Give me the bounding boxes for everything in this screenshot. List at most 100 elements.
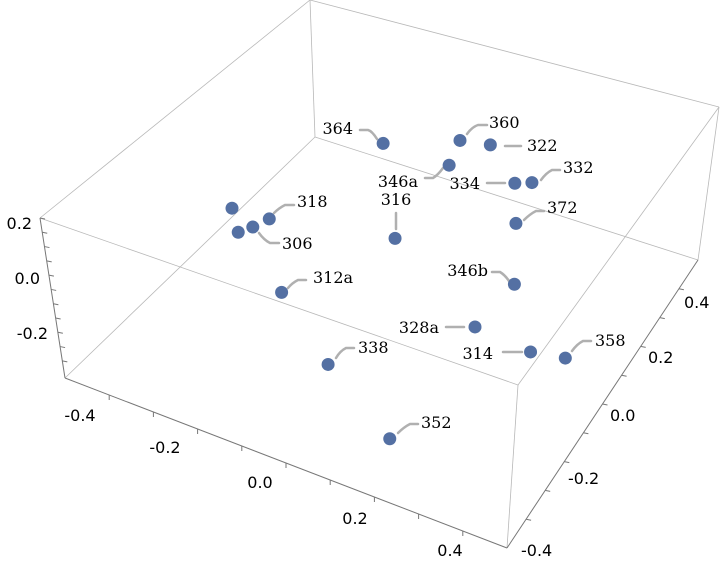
data-point-group: 358 <box>558 331 626 365</box>
z-tick-mark <box>51 288 57 291</box>
z-tick-label: -0.2 <box>17 324 48 343</box>
z-tick-mark <box>39 217 46 220</box>
data-point[interactable] <box>524 345 538 359</box>
label-leader-line <box>465 123 489 136</box>
point-label: 316 <box>381 190 412 209</box>
data-point-group: 346b <box>447 261 521 291</box>
y-tick-label: 0.0 <box>610 406 635 425</box>
label-leader-line <box>570 339 593 353</box>
z-tick-mark <box>62 360 68 363</box>
point-label: 364 <box>322 119 353 138</box>
data-point[interactable] <box>453 133 467 147</box>
y-tick-label: -0.4 <box>521 541 552 560</box>
point-label: 372 <box>547 198 578 217</box>
data-point[interactable] <box>262 212 276 226</box>
z-tick-label: 0.0 <box>15 269 40 288</box>
data-points: 364 360 322 346a 334 332 372 318 306 316 312a 346b 3… <box>225 113 626 446</box>
z-tick-label: 0.2 <box>7 214 32 233</box>
point-label: 312a <box>313 268 354 287</box>
z-tick-mark <box>42 231 48 234</box>
z-tick-mark <box>57 331 63 334</box>
label-leader-line <box>257 231 281 245</box>
data-point-group: 322 <box>483 136 558 155</box>
point-label: 332 <box>563 158 594 177</box>
point-label: 358 <box>595 331 626 350</box>
data-point-group: 306 <box>246 220 313 253</box>
data-point-group <box>231 225 245 239</box>
data-point[interactable] <box>231 225 245 239</box>
point-label: 338 <box>358 338 389 357</box>
y-tick-mark <box>545 489 551 492</box>
data-point-group: 316 <box>381 190 412 245</box>
z-tick-mark <box>44 246 50 249</box>
point-label: 328a <box>399 318 440 337</box>
data-point-group: 334 <box>449 174 522 193</box>
z-tick-mark <box>48 274 55 277</box>
data-point[interactable] <box>275 285 289 299</box>
x-tick-label: 0.4 <box>437 541 462 560</box>
label-leader-line <box>286 278 308 290</box>
point-label: 314 <box>462 344 493 363</box>
data-point-group <box>225 201 239 215</box>
data-point-group: 312a <box>275 268 354 299</box>
data-point-group: 372 <box>509 198 578 230</box>
y-tick-mark <box>602 403 608 406</box>
z-tick-mark <box>53 303 59 306</box>
data-point-group: 346a <box>378 158 456 191</box>
data-point[interactable] <box>558 351 572 365</box>
point-label: 318 <box>297 192 328 211</box>
data-point[interactable] <box>246 220 260 234</box>
data-point[interactable] <box>376 136 390 150</box>
y-tick-label: 0.2 <box>648 348 673 367</box>
data-point[interactable] <box>509 216 523 230</box>
y-tick-label: -0.2 <box>568 469 599 488</box>
x-tick-label: -0.4 <box>64 406 95 425</box>
data-point[interactable] <box>507 277 521 291</box>
data-point-group: 352 <box>383 413 452 446</box>
y-tick-mark <box>640 345 646 348</box>
data-point[interactable] <box>508 176 522 190</box>
x-tick-label: 0.2 <box>342 509 367 528</box>
bounding-box <box>39 0 720 549</box>
z-tick-mark <box>46 260 52 263</box>
data-point-group: 338 <box>321 338 389 371</box>
data-point[interactable] <box>383 432 397 446</box>
z-axis <box>39 217 66 379</box>
y-tick-mark <box>678 288 684 291</box>
data-point-group: 328a <box>399 318 482 337</box>
label-leader-line <box>522 209 546 222</box>
data-point-group: 364 <box>322 119 390 150</box>
data-point[interactable] <box>468 320 482 334</box>
data-point[interactable] <box>483 138 497 152</box>
data-point[interactable] <box>525 176 539 190</box>
z-tick-mark <box>55 317 61 320</box>
z-tick-mark <box>59 346 66 349</box>
data-point[interactable] <box>225 201 239 215</box>
y-tick-mark <box>564 461 570 464</box>
point-label: 360 <box>489 113 520 132</box>
data-point-group: 332 <box>525 158 594 190</box>
label-leader-line <box>490 270 511 283</box>
y-tick-mark <box>526 518 532 521</box>
point-label: 306 <box>282 234 313 253</box>
y-tick-mark <box>621 374 627 377</box>
data-point[interactable] <box>321 357 335 371</box>
label-leader-line <box>334 346 356 360</box>
label-leader-line <box>396 422 420 435</box>
point-label: 346b <box>447 261 488 280</box>
x-tick-label: 0.0 <box>247 473 272 492</box>
x-tick-label: -0.2 <box>149 438 180 457</box>
data-point-group: 318 <box>262 192 328 226</box>
label-leader-line <box>539 168 562 182</box>
y-tick-mark <box>659 317 665 320</box>
label-leader-line <box>423 166 445 180</box>
tick-marks <box>39 217 684 536</box>
y-tick-mark <box>583 432 589 435</box>
data-point[interactable] <box>388 231 402 245</box>
point-label: 346a <box>378 172 419 191</box>
data-point-group: 314 <box>462 344 538 363</box>
label-leader-line <box>272 203 296 215</box>
data-point[interactable] <box>442 158 456 172</box>
point-label: 352 <box>421 413 452 432</box>
